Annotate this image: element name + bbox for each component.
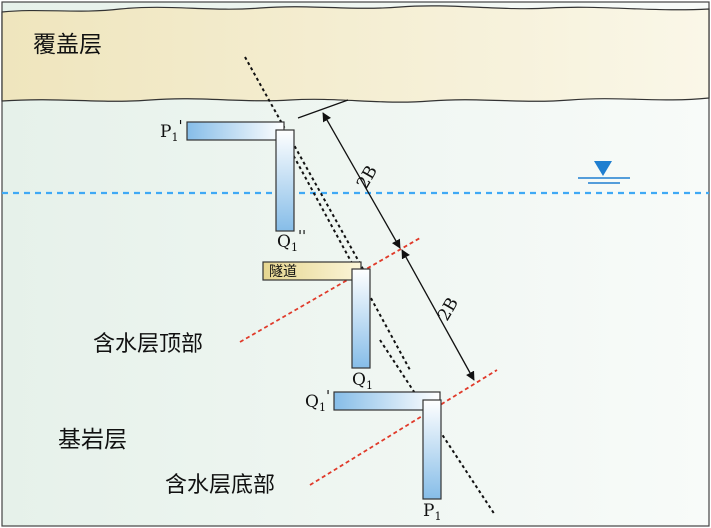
aquifer-bottom-line — [309, 369, 498, 486]
pipe-p1-prime-horizontal — [186, 121, 285, 141]
bedrock-label: 基岩层 — [58, 427, 127, 453]
pipe-p1-vertical — [422, 399, 442, 500]
overburden-label: 覆盖层 — [33, 32, 102, 58]
middle-diagonal-line — [284, 139, 411, 371]
point-label-p1-prime: P1' — [160, 117, 183, 144]
point-label-q1-prime: Q1' — [305, 387, 330, 414]
dimension-arrow-lower — [401, 249, 475, 381]
point-label-q1: Q1 — [352, 370, 373, 392]
dimension-arrow-upper — [322, 112, 401, 249]
water-level-triangle-icon — [578, 161, 630, 184]
pipe-q1-double-vertical — [275, 129, 295, 232]
overburden-layer — [1, 5, 710, 103]
pipe-q1-vertical — [351, 268, 371, 369]
point-label-q1-double-prime: Q1'' — [277, 227, 306, 254]
aquifer-top-label: 含水层顶部 — [93, 332, 203, 357]
point-label-p1: P1 — [423, 501, 441, 523]
dimension-tick-top — [297, 99, 349, 119]
aquifer-bottom-label: 含水层底部 — [165, 473, 275, 498]
tunnel-label: 隧道 — [269, 264, 297, 280]
